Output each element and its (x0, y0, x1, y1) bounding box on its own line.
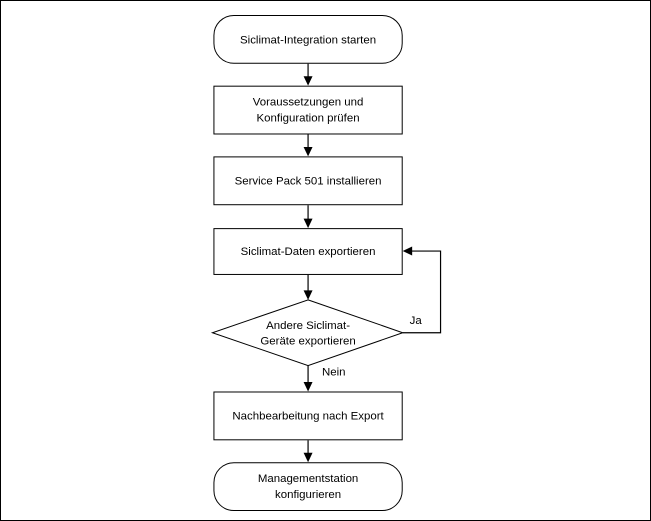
node-install-sp[interactable]: Service Pack 501 installieren (213, 156, 403, 206)
process-shape (213, 391, 403, 441)
node-configure-mgmt-label-line-2: konfigurieren (275, 489, 341, 501)
process-shape (213, 228, 403, 275)
node-more-devices[interactable]: Andere Siclimat- Geräte exportieren (210, 299, 405, 367)
node-post-process-label-line-1: Nachbearbeitung nach Export (232, 410, 384, 422)
node-more-devices-label-line-1: Andere Siclimat- (266, 320, 350, 332)
edge-export-to-decision (303, 274, 313, 300)
node-more-devices-label-line-2: Geräte exportieren (260, 336, 355, 348)
node-check-prereq-label-line-2: Konfiguration prüfen (257, 113, 360, 125)
arrow-head-icon (303, 382, 313, 392)
edge-start-to-check (303, 63, 313, 86)
process-shape (213, 85, 403, 135)
arrow-head-icon (303, 76, 313, 86)
node-start[interactable]: Siclimat-Integration starten (213, 14, 403, 64)
node-export-data-label-line-1: Siclimat-Daten exportieren (241, 246, 376, 258)
edge-install-to-export (303, 205, 313, 229)
process-shape (213, 156, 403, 206)
node-check-prereq[interactable]: Voraussetzungen und Konfiguration prüfen (213, 85, 403, 135)
edge-label-nein: Nein (322, 367, 346, 379)
edge-label-ja: Ja (410, 315, 423, 327)
edge-post-to-configure (303, 440, 313, 463)
decision-shape (210, 299, 405, 367)
arrow-head-icon (303, 218, 313, 229)
node-post-process[interactable]: Nachbearbeitung nach Export (213, 391, 403, 441)
arrow-head-icon (303, 290, 313, 300)
arrow-head-icon (303, 452, 313, 463)
node-configure-mgmt-label-line-1: Managementstation (258, 473, 358, 485)
terminator-shape (213, 14, 403, 64)
edge-decision-yes-loop (402, 246, 442, 334)
arrow-head-icon (402, 246, 413, 256)
node-configure-mgmt[interactable]: Managementstation konfigurieren (213, 462, 403, 512)
terminator-shape (213, 462, 403, 512)
node-install-sp-label-line-1: Service Pack 501 installieren (235, 175, 382, 187)
edge-check-to-install (303, 134, 313, 157)
node-export-data[interactable]: Siclimat-Daten exportieren (213, 228, 403, 275)
arrow-head-icon (303, 146, 313, 157)
node-check-prereq-label-line-1: Voraussetzungen und (253, 97, 364, 109)
edge-decision-no-to-post (303, 365, 313, 392)
node-start-label-line-1: Siclimat-Integration starten (240, 34, 376, 46)
